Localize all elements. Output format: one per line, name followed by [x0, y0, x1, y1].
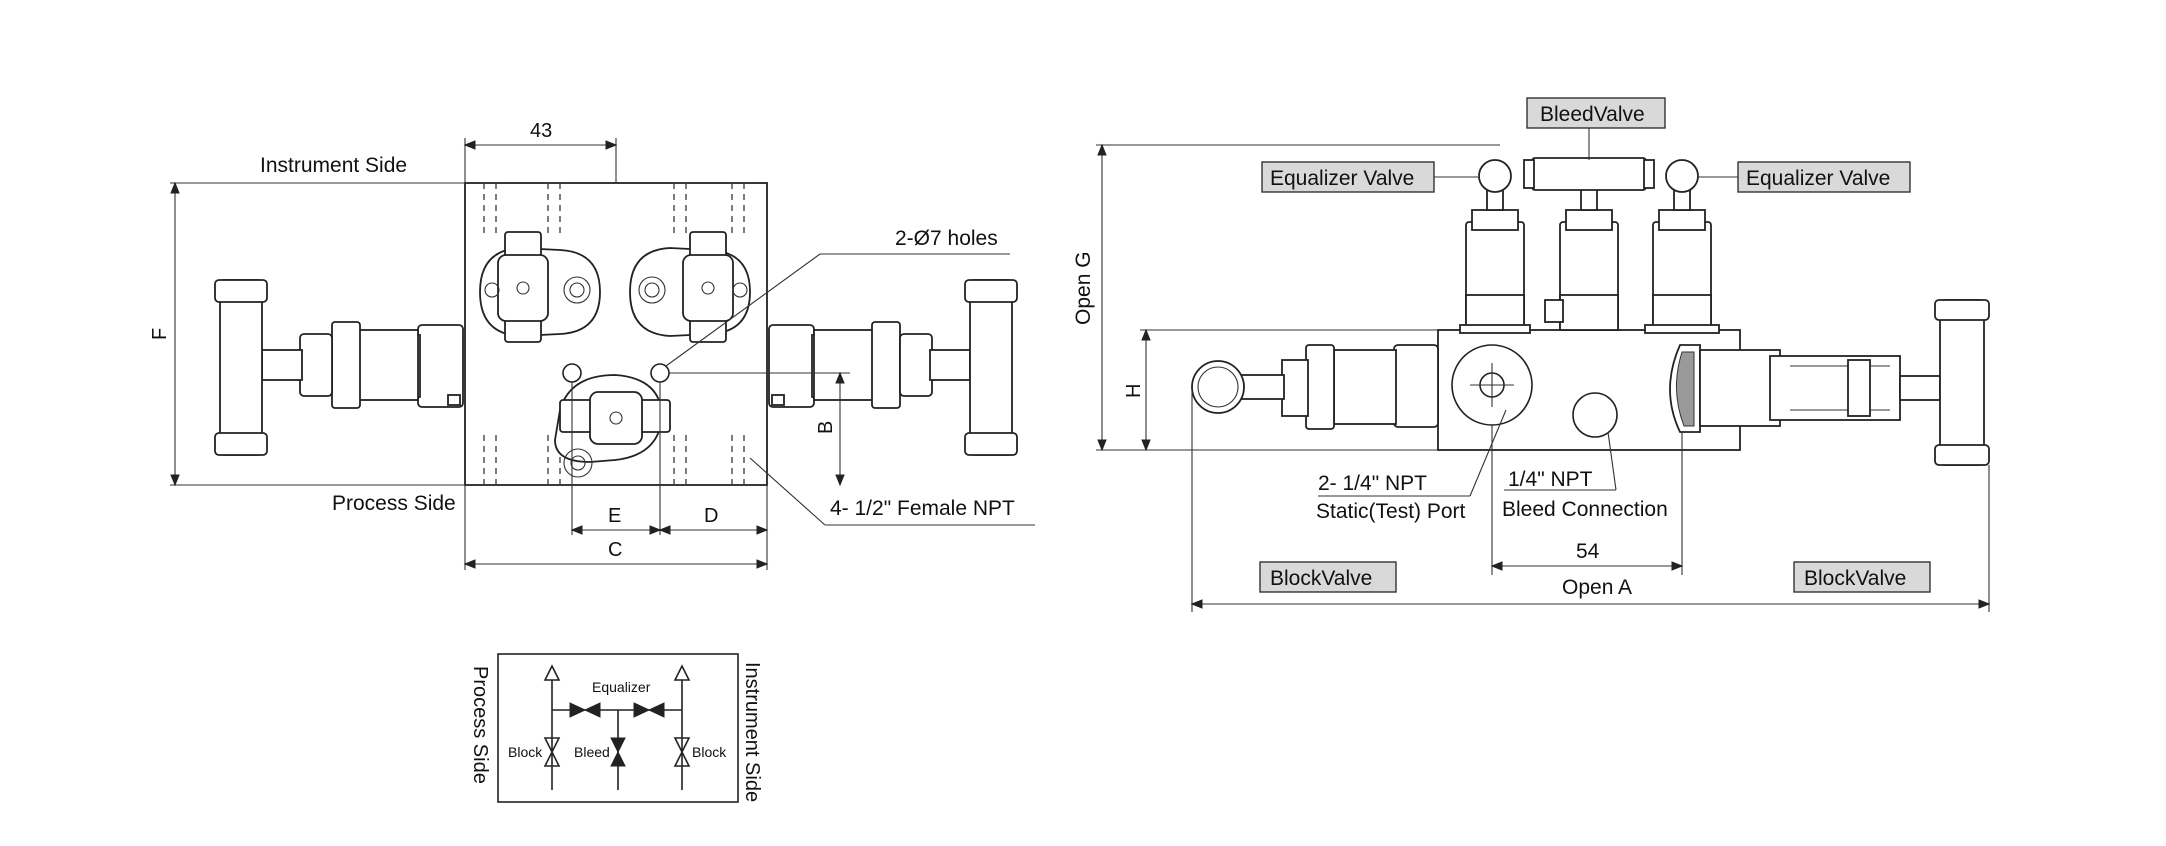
- static-port-callout: 2- 1/4" NPT Static(Test) Port: [1316, 409, 1507, 523]
- equalizer-right-label: Equalizer Valve: [1746, 167, 1890, 190]
- block-left-label: BlockValve: [1270, 567, 1372, 590]
- dimension-43: 43: [463, 120, 618, 183]
- front-block-valve-left: [214, 279, 464, 456]
- front-valve-upper-left: [479, 231, 601, 343]
- schematic-block-right: Block: [692, 744, 727, 760]
- dimension-h: H: [1123, 328, 1438, 452]
- instrument-side-label: Instrument Side: [260, 154, 407, 177]
- front-valve-upper-right: [629, 231, 751, 343]
- side-view: BleedValve Equalizer Valve Equalizer Val…: [1072, 97, 1991, 612]
- schematic-frame: [497, 653, 739, 803]
- dim-54-label: 54: [1576, 540, 1600, 563]
- dimension-e-d-c: E D C: [463, 382, 769, 570]
- dim-h-label: H: [1123, 384, 1145, 398]
- block-symbol-left: [543, 737, 561, 767]
- schematic-instrument-side: Instrument Side: [741, 662, 763, 802]
- npt-note-label: 4- 1/2" Female NPT: [830, 497, 1015, 520]
- dim-43-label: 43: [530, 120, 552, 142]
- bleed-symbol: [610, 737, 626, 767]
- dim-f-label: F: [149, 328, 171, 340]
- schematic-process-side: Process Side: [469, 666, 491, 784]
- hidden-ports: [483, 183, 745, 485]
- holes-note: 2-Ø7 holes: [665, 227, 1010, 367]
- schematic-block-left: Block: [508, 744, 543, 760]
- equalizer-left-label: Equalizer Valve: [1270, 167, 1414, 190]
- dimension-b: B: [669, 371, 850, 487]
- block-right-label: BlockValve: [1804, 567, 1906, 590]
- dim-open-a-label: Open A: [1562, 576, 1632, 599]
- front-view: 43 Instrument Side Process Side F B: [149, 120, 1035, 570]
- front-block-valve-right: [768, 279, 1018, 456]
- bleed-connection-callout: 1/4" NPT Bleed Connection: [1502, 431, 1668, 521]
- equalizer-valve-right: [1644, 159, 1720, 334]
- bleed-conn-line2: Bleed Connection: [1502, 498, 1668, 521]
- dimension-open-a: Open A: [1190, 390, 1991, 612]
- bleed-valve-label: BleedValve: [1540, 103, 1645, 126]
- schematic-equalizer-label: Equalizer: [592, 679, 651, 695]
- dim-b-label: B: [815, 421, 837, 434]
- side-block-valve-right: [1699, 299, 1990, 466]
- static-port-line1: 2- 1/4" NPT: [1318, 472, 1427, 495]
- process-side-label: Process Side: [332, 492, 456, 515]
- equalizer-symbol-right: [633, 702, 665, 718]
- equalizer-valve-tag-right: Equalizer Valve: [1698, 161, 1911, 193]
- npt-note: 4- 1/2" Female NPT: [749, 457, 1035, 526]
- side-block-valve-left: [1191, 344, 1439, 430]
- dimension-54: 54: [1490, 425, 1684, 575]
- front-valve-bottom: [554, 374, 671, 478]
- dim-e-label: E: [608, 505, 621, 527]
- schematic-bleed: Bleed: [574, 744, 610, 760]
- bleed-valve-tag: BleedValve: [1526, 97, 1666, 160]
- equalizer-symbol-left: [569, 702, 601, 718]
- dimension-f: F: [149, 181, 180, 487]
- block-valve-tag-right: BlockValve: [1793, 561, 1931, 593]
- block-symbol-right: [673, 737, 691, 767]
- bleed-connection-port: [1572, 392, 1618, 438]
- dim-c-label: C: [608, 539, 622, 561]
- static-port-line2: Static(Test) Port: [1316, 500, 1466, 523]
- equalizer-valve-left: [1459, 159, 1531, 334]
- bleed-valve-top: [1523, 157, 1655, 331]
- dim-d-label: D: [704, 505, 718, 527]
- equalizer-valve-tag-left: Equalizer Valve: [1261, 161, 1478, 193]
- dimension-open-g: Open G: [1072, 143, 1500, 452]
- block-valve-tag-left: BlockValve: [1259, 561, 1397, 593]
- schematic: Process Side Instrument Side Equalizer B…: [469, 653, 763, 803]
- dim-open-g-label: Open G: [1072, 251, 1095, 325]
- holes-note-label: 2-Ø7 holes: [895, 227, 998, 250]
- bleed-conn-line1: 1/4" NPT: [1508, 468, 1593, 491]
